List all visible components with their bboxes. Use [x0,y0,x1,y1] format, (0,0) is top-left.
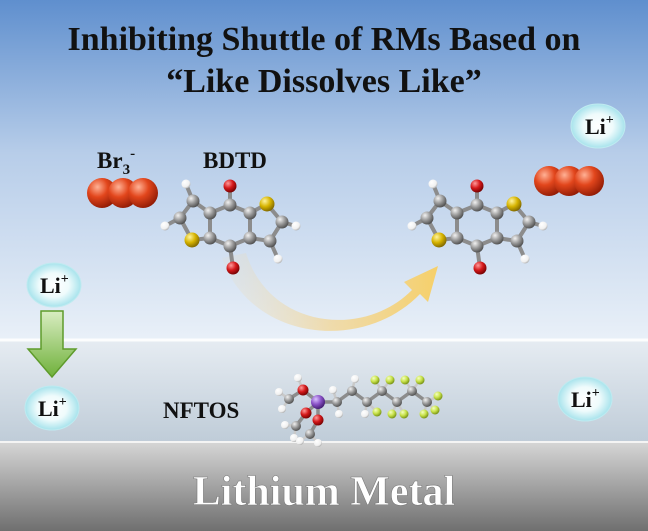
down-arrow-icon [26,310,78,379]
li-label-base: Li [38,396,59,421]
shuttle-arrow-icon [222,253,438,331]
li-label-base: Li [571,387,592,412]
bdtd-molecule-left [160,179,301,275]
bdtd-label: BDTD [203,148,267,173]
nftos-label: NFTOS [163,398,239,423]
li-label-base: Li [585,114,606,139]
tribromide-label: Br3- [97,146,135,178]
svg-text:Li+: Li+ [571,386,600,412]
lithium-ion-left-lower: Li+ [24,385,80,431]
svg-text:Li+: Li+ [585,113,614,139]
lithium-metal-slab [0,442,648,531]
lithium-ion-top-right: Li+ [570,103,626,149]
li-label-base: Li [40,273,61,298]
lithium-ion-right-lower: Li+ [557,376,613,422]
bdtd-molecule-right [407,179,548,275]
tribromide-molecule-left [87,178,158,208]
li-label-sup: + [592,386,600,401]
svg-text:Li+: Li+ [40,272,69,298]
lithium-ion-left-upper: Li+ [26,262,82,308]
li-label-sup: + [59,395,67,410]
li-label-sup: + [61,272,69,287]
title-line-1: Inhibiting Shuttle of RMs Based on [68,21,581,58]
sei-layer [0,340,648,442]
tribromide-label-base: Br [97,148,123,173]
svg-text:Li+: Li+ [38,395,67,421]
li-label-sup: + [606,113,614,128]
lithium-metal-label: Lithium Metal [193,469,455,515]
tribromide-molecule-right [534,166,604,196]
tribromide-label-sub: 3 [123,162,131,178]
tribromide-label-sup: - [130,146,135,162]
title-line-2: “Like Dissolves Like” [166,63,481,100]
nftos-molecule [275,374,443,447]
